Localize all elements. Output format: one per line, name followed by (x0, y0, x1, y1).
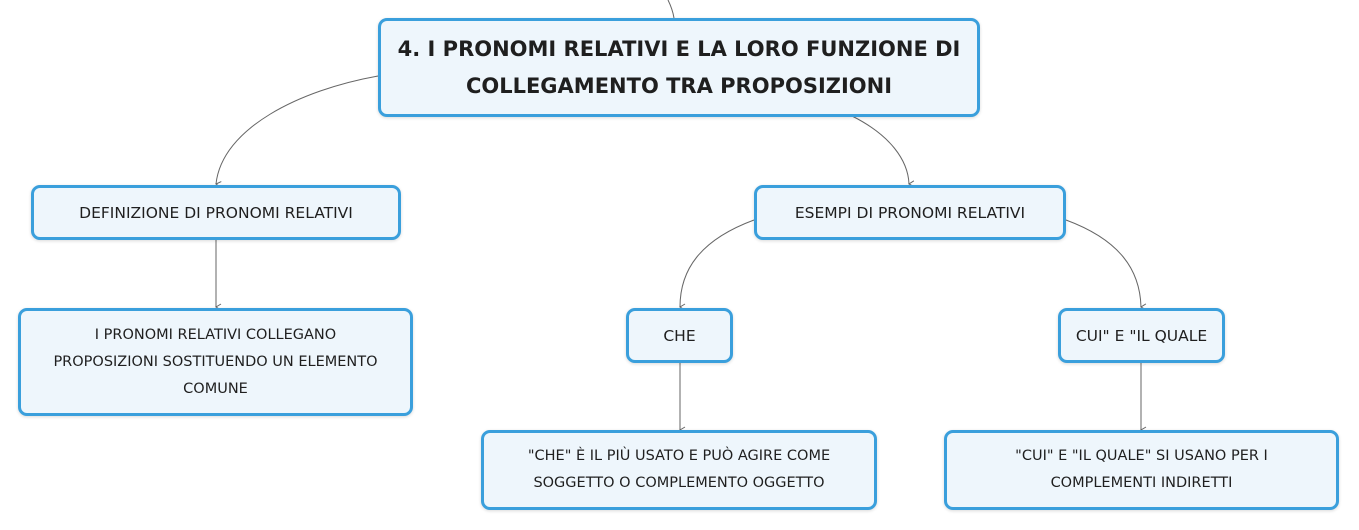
topic-definizione[interactable]: DEFINIZIONE DI PRONOMI RELATIVI (31, 185, 401, 240)
topic-esempi-label: ESEMPI DI PRONOMI RELATIVI (794, 203, 1026, 222)
topic-definizione-testo-label: I PRONOMI RELATIVI COLLEGANO PROPOSIZION… (53, 326, 378, 397)
topic-che-testo[interactable]: "CHE" È IL PIÙ USATO E PUÒ AGIRE COME SO… (481, 430, 877, 510)
topic-cui[interactable]: CUI" E "IL QUALE (1058, 308, 1225, 363)
topic-cui-label: CUI" E "IL QUALE (1075, 326, 1208, 345)
connector-root-definizione (215, 75, 379, 188)
topic-che-testo-label: "CHE" È IL PIÙ USATO E PUÒ AGIRE COME SO… (527, 448, 831, 491)
connector-root-esempi (851, 115, 915, 188)
root-topic-label: 4. I PRONOMI RELATIVI E LA LORO FUNZIONE… (397, 36, 961, 98)
connector-parent-root (667, 0, 675, 19)
topic-definizione-label: DEFINIZIONE DI PRONOMI RELATIVI (79, 203, 353, 222)
topic-cui-testo-label: "CUI" E "IL QUALE" SI USANO PER I COMPLE… (1015, 448, 1268, 491)
topic-cui-testo[interactable]: "CUI" E "IL QUALE" SI USANO PER I COMPLE… (944, 430, 1339, 510)
topic-che[interactable]: CHE (626, 308, 733, 363)
connector-esempi-cui (1065, 219, 1147, 311)
connector-esempi-che (679, 219, 755, 311)
topic-che-label: CHE (663, 326, 696, 345)
topic-definizione-testo[interactable]: I PRONOMI RELATIVI COLLEGANO PROPOSIZION… (18, 308, 413, 416)
topic-esempi[interactable]: ESEMPI DI PRONOMI RELATIVI (754, 185, 1066, 240)
root-topic[interactable]: 4. I PRONOMI RELATIVI E LA LORO FUNZIONE… (378, 18, 980, 117)
